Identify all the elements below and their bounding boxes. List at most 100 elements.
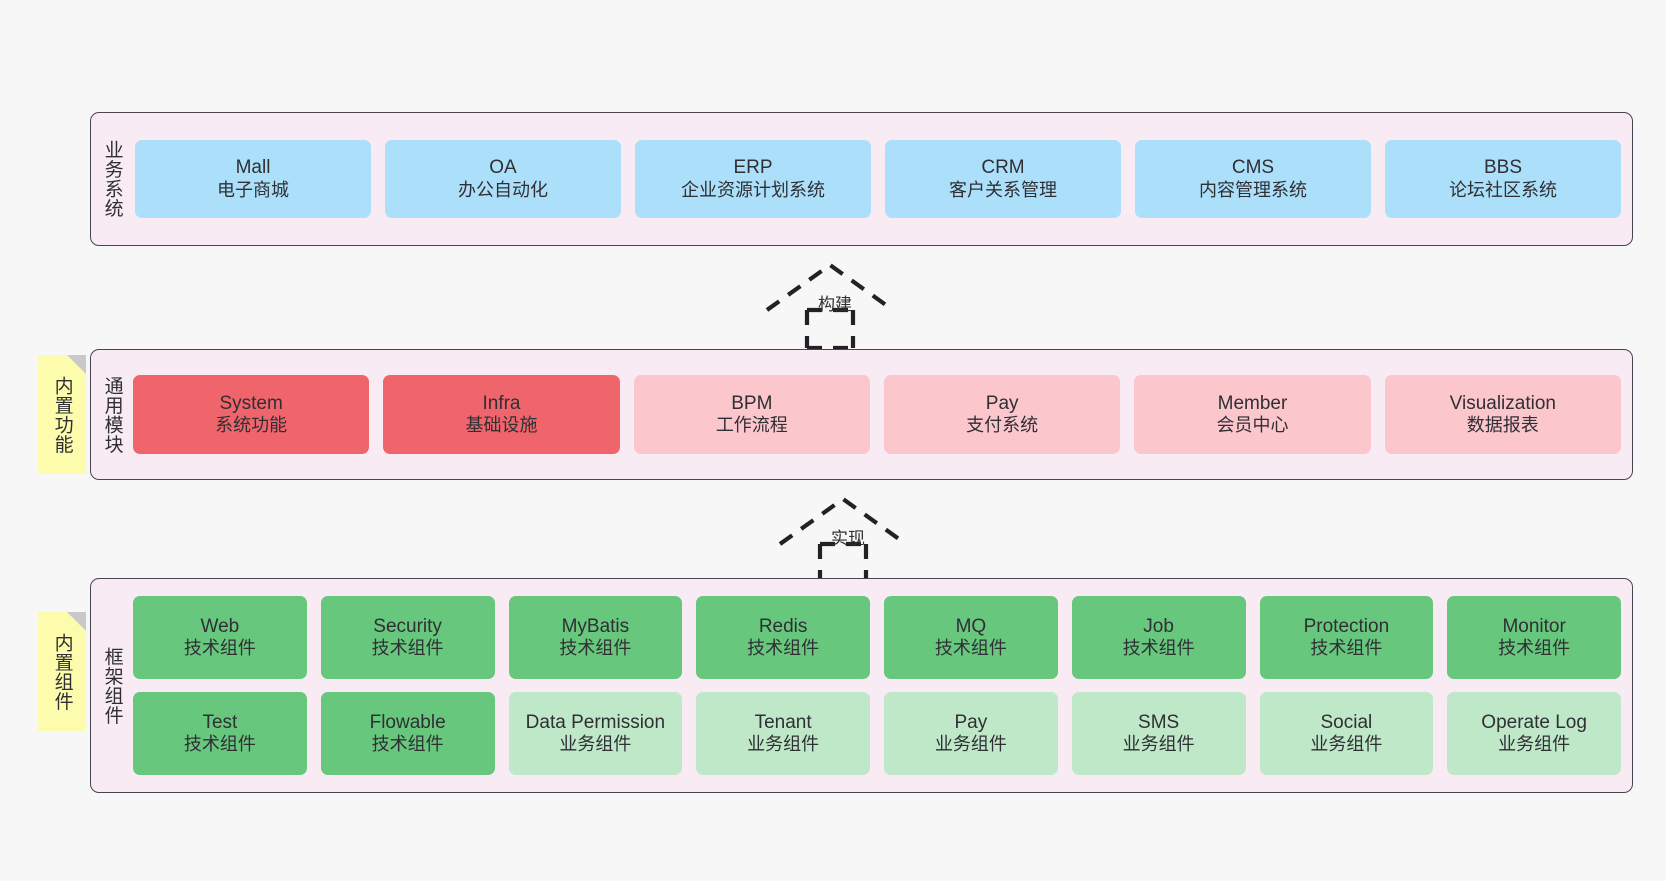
card-protection[interactable]: Protection 技术组件 (1259, 596, 1434, 679)
card-pay-module-desc: 支付系统 (966, 415, 1039, 436)
framework-tech-row: Web 技术组件 Security 技术组件 MyBatis 技术组件 Redi… (133, 596, 1621, 679)
card-mq-desc: 技术组件 (934, 638, 1007, 659)
layer-business-body: Mall 电子商城 OA 办公自动化 ERP 企业资源计划系统 CRM 客户关系… (133, 113, 1632, 245)
card-test-name: Test (202, 711, 238, 733)
card-web-desc: 技术组件 (183, 638, 256, 659)
card-bbs-desc: 论坛社区系统 (1449, 179, 1557, 200)
layer-common-body: System 系统功能 Infra 基础设施 BPM 工作流程 Pay 支付系统… (133, 350, 1632, 479)
card-infra-name: Infra (482, 392, 521, 414)
layer-business-title: 业务系统 (101, 140, 123, 218)
card-sms[interactable]: SMS 业务组件 (1071, 692, 1246, 775)
card-tenant-name: Tenant (754, 711, 812, 733)
card-data-permission-name: Data Permission (525, 711, 666, 733)
card-tenant[interactable]: Tenant 业务组件 (696, 692, 870, 775)
card-erp-name: ERP (733, 157, 773, 179)
card-mall[interactable]: Mall 电子商城 (135, 140, 371, 218)
card-redis-name: Redis (758, 615, 808, 637)
card-oa-desc: 办公自动化 (458, 179, 548, 200)
card-infra-desc: 基础设施 (465, 415, 538, 436)
card-pay-module[interactable]: Pay 支付系统 (883, 375, 1121, 454)
layer-business-systems: 业务系统 Mall 电子商城 OA 办公自动化 ERP 企业资源计划系统 CRM… (90, 112, 1633, 246)
card-monitor-name: Monitor (1502, 615, 1566, 637)
business-card-row: Mall 电子商城 OA 办公自动化 ERP 企业资源计划系统 CRM 客户关系… (135, 140, 1621, 218)
card-mybatis[interactable]: MyBatis 技术组件 (508, 596, 683, 679)
card-member-name: Member (1217, 392, 1288, 414)
card-security-desc: 技术组件 (371, 638, 444, 659)
note-builtin-components-label: 内置组件 (51, 632, 73, 711)
card-pay-component-desc: 业务组件 (934, 734, 1007, 755)
card-erp-desc: 企业资源计划系统 (681, 179, 825, 200)
connector-build-label: 构建 (818, 295, 852, 314)
card-test[interactable]: Test 技术组件 (133, 692, 307, 775)
connector-build: 构建 (755, 260, 905, 351)
card-mq[interactable]: MQ 技术组件 (884, 596, 1058, 679)
common-card-row: System 系统功能 Infra 基础设施 BPM 工作流程 Pay 支付系统… (133, 375, 1621, 454)
connector-implement: 实现 (768, 494, 918, 585)
card-infra[interactable]: Infra 基础设施 (383, 375, 620, 454)
card-oa[interactable]: OA 办公自动化 (385, 140, 621, 218)
card-tenant-desc: 业务组件 (747, 734, 820, 755)
note-builtin-functions-label: 内置功能 (51, 375, 73, 454)
card-pay-module-name: Pay (985, 392, 1019, 414)
card-crm-name: CRM (981, 157, 1025, 179)
card-cms-desc: 内容管理系统 (1199, 179, 1307, 200)
card-web-name: Web (200, 615, 240, 637)
card-mybatis-desc: 技术组件 (559, 638, 632, 659)
layer-framework-components: 框架组件 Web 技术组件 Security 技术组件 MyBatis 技术组件… (90, 578, 1633, 793)
layer-framework-body: Web 技术组件 Security 技术组件 MyBatis 技术组件 Redi… (133, 579, 1632, 792)
note-fold-icon (67, 612, 86, 631)
card-member-desc: 会员中心 (1216, 415, 1289, 436)
card-mall-name: Mall (235, 157, 271, 179)
card-job[interactable]: Job 技术组件 (1071, 596, 1246, 679)
card-protection-desc: 技术组件 (1310, 638, 1383, 659)
card-mybatis-name: MyBatis (561, 615, 630, 637)
card-bpm-name: BPM (731, 392, 773, 414)
card-oa-name: OA (489, 157, 517, 179)
card-operate-log-desc: 业务组件 (1498, 734, 1571, 755)
card-sms-name: SMS (1138, 711, 1180, 733)
card-system[interactable]: System 系统功能 (133, 375, 370, 454)
card-member[interactable]: Member 会员中心 (1134, 375, 1371, 454)
note-fold-icon (67, 355, 86, 374)
card-cms-name: CMS (1231, 157, 1275, 179)
card-mq-name: MQ (955, 615, 987, 637)
card-social-desc: 业务组件 (1310, 734, 1383, 755)
note-builtin-components: 内置组件 (38, 612, 86, 731)
card-data-permission[interactable]: Data Permission 业务组件 (508, 692, 683, 775)
card-web[interactable]: Web 技术组件 (133, 596, 307, 679)
card-test-desc: 技术组件 (183, 734, 256, 755)
card-social[interactable]: Social 业务组件 (1259, 692, 1434, 775)
card-mall-desc: 电子商城 (217, 179, 289, 200)
card-bpm[interactable]: BPM 工作流程 (633, 375, 870, 454)
layer-common-modules: 通用模块 System 系统功能 Infra 基础设施 BPM 工作流程 Pay… (90, 349, 1633, 480)
card-cms[interactable]: CMS 内容管理系统 (1135, 140, 1371, 218)
card-monitor[interactable]: Monitor 技术组件 (1447, 596, 1621, 679)
card-erp[interactable]: ERP 企业资源计划系统 (635, 140, 871, 218)
card-system-name: System (219, 392, 283, 414)
card-security[interactable]: Security 技术组件 (320, 596, 495, 679)
card-bbs[interactable]: BBS 论坛社区系统 (1385, 140, 1621, 218)
card-redis[interactable]: Redis 技术组件 (696, 596, 870, 679)
card-visualization[interactable]: Visualization 数据报表 (1384, 375, 1621, 454)
card-sms-desc: 业务组件 (1122, 734, 1195, 755)
connector-implement-label: 实现 (831, 529, 865, 548)
card-security-name: Security (373, 615, 442, 637)
card-flowable-desc: 技术组件 (371, 734, 444, 755)
card-crm[interactable]: CRM 客户关系管理 (885, 140, 1121, 218)
card-operate-log-name: Operate Log (1481, 711, 1587, 733)
card-crm-desc: 客户关系管理 (949, 179, 1057, 200)
layer-common-title: 通用模块 (101, 375, 123, 454)
card-pay-component-name: Pay (954, 711, 988, 733)
card-bbs-name: BBS (1483, 157, 1523, 179)
card-flowable[interactable]: Flowable 技术组件 (320, 692, 495, 775)
card-pay-component[interactable]: Pay 业务组件 (884, 692, 1058, 775)
card-protection-name: Protection (1303, 615, 1390, 637)
card-operate-log[interactable]: Operate Log 业务组件 (1447, 692, 1621, 775)
card-job-desc: 技术组件 (1122, 638, 1195, 659)
card-bpm-desc: 工作流程 (715, 415, 788, 436)
layer-framework-title: 框架组件 (101, 646, 123, 725)
card-data-permission-desc: 业务组件 (559, 734, 632, 755)
card-flowable-name: Flowable (369, 711, 446, 733)
card-job-name: Job (1143, 615, 1174, 637)
